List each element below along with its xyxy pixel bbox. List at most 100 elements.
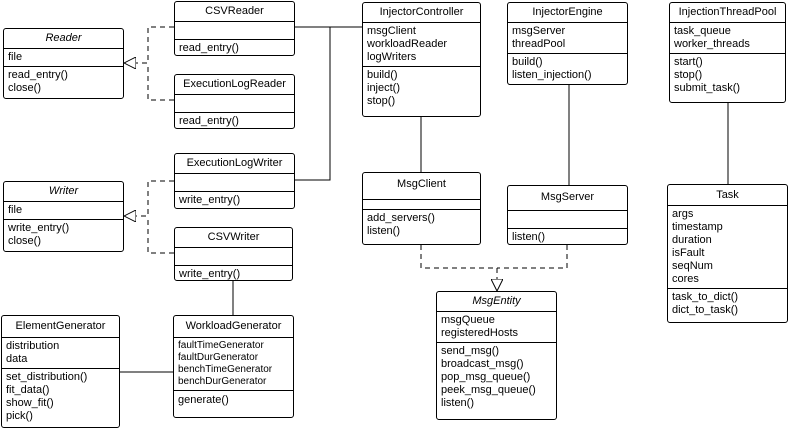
method: listen()	[441, 397, 475, 409]
realization-msgclient-msgentity	[420, 245, 497, 291]
attributes-section: msgClient workloadReader logWriters	[363, 22, 480, 66]
attributes-section	[175, 247, 292, 265]
attributes-section	[363, 199, 480, 209]
realization-csvreader-reader	[124, 26, 174, 63]
method: generate()	[178, 394, 229, 406]
csv-writer-class: CSVWriter write_entry()	[174, 227, 293, 281]
method: write_entry()	[8, 222, 70, 234]
attribute: worker_threads	[674, 38, 750, 50]
attributes-section: distribution data	[2, 337, 119, 368]
execution-log-writer-class: ExecutionLogWriter write_entry()	[174, 153, 295, 209]
attribute: threadPool	[512, 38, 566, 50]
attribute: file	[8, 51, 23, 63]
method: write_entry()	[179, 268, 241, 280]
attributes-section: msgQueue registeredHosts	[437, 311, 556, 342]
attributes-section: msgServer threadPool	[508, 22, 627, 53]
method: listen_injection()	[512, 69, 592, 81]
task-class: Task args timestamp duration isFault seq…	[667, 184, 788, 323]
class-name: MsgClient	[397, 178, 446, 190]
class-name: MsgServer	[540, 191, 595, 203]
method: pick()	[6, 410, 33, 422]
attribute: file	[8, 204, 23, 216]
attribute: workloadReader	[367, 38, 448, 50]
attributes-section: task_queue worker_threads	[670, 22, 785, 53]
method: broadcast_msg()	[441, 358, 524, 370]
realization-executionlogwriter-writer	[124, 180, 174, 216]
attribute: duration	[672, 234, 712, 246]
method: set_distribution()	[6, 371, 88, 383]
methods-section: add_servers() listen()	[363, 209, 480, 240]
method: listen()	[367, 225, 401, 237]
attribute: faultDurGenerator	[178, 352, 259, 363]
attribute: msgServer	[512, 25, 566, 37]
class-name: InjectorController	[379, 6, 464, 18]
methods-section: write_entry()	[175, 191, 294, 209]
injector-controller-class: InjectorController msgClient workloadRea…	[362, 2, 481, 117]
method: listen()	[512, 231, 546, 243]
class-name: InjectorEngine	[532, 6, 603, 18]
method: start()	[674, 56, 703, 68]
method: submit_task()	[674, 82, 741, 94]
writer-class: Writer file write_entry() close()	[3, 181, 124, 252]
method: close()	[8, 82, 42, 94]
msg-client-class: MsgClient add_servers() listen()	[362, 172, 481, 245]
method: inject()	[367, 82, 401, 94]
attribute: cores	[672, 273, 699, 285]
injector-engine-class: InjectorEngine msgServer threadPool buil…	[507, 2, 628, 85]
attributes-section	[508, 210, 627, 228]
attribute: timestamp	[672, 221, 723, 233]
method: show_fit()	[6, 397, 54, 409]
injection-thread-pool-class: InjectionThreadPool task_queue worker_th…	[669, 2, 786, 103]
method: write_entry()	[179, 194, 241, 206]
attribute: data	[6, 353, 28, 365]
methods-section: write_entry()	[175, 265, 292, 283]
attribute: msgQueue	[441, 314, 495, 326]
class-name: ExecutionLogReader	[183, 78, 286, 90]
class-name: Reader	[45, 32, 82, 44]
attribute: msgClient	[367, 25, 416, 37]
attribute: benchTimeGenerator	[178, 364, 273, 375]
attributes-section	[175, 173, 294, 191]
method: close()	[8, 235, 42, 247]
methods-section: read_entry()	[175, 112, 294, 130]
method: fit_data()	[6, 384, 50, 396]
csv-reader-class: CSVReader read_entry()	[174, 1, 295, 56]
attributes-section	[175, 94, 294, 112]
class-name: ElementGenerator	[15, 320, 106, 332]
class-name: Writer	[48, 185, 79, 197]
methods-section: listen()	[508, 228, 627, 246]
methods-section: set_distribution() fit_data() show_fit()…	[2, 368, 119, 425]
attribute: seqNum	[672, 260, 713, 272]
class-name: MsgEntity	[472, 295, 521, 307]
attribute: distribution	[6, 340, 60, 352]
attributes-section: file	[4, 48, 123, 66]
method: build()	[512, 56, 543, 68]
method: peek_msg_queue()	[441, 384, 536, 396]
element-generator-class: ElementGenerator distribution data set_d…	[1, 315, 120, 428]
association-csvreader-injectorcontroller	[295, 26, 331, 181]
method: task_to_dict()	[672, 291, 739, 303]
method: send_msg()	[441, 345, 500, 357]
attribute: registeredHosts	[441, 327, 519, 339]
attribute: benchDurGenerator	[178, 376, 267, 387]
methods-section: start() stop() submit_task()	[670, 53, 785, 97]
method: read_entry()	[179, 115, 239, 127]
method: read_entry()	[8, 69, 68, 81]
method: build()	[367, 69, 398, 81]
class-name: CSVReader	[205, 5, 264, 17]
msg-entity-class: MsgEntity msgQueue registeredHosts send_…	[436, 291, 557, 420]
method: pop_msg_queue()	[441, 371, 531, 383]
methods-section: build() inject() stop()	[363, 66, 480, 110]
methods-section: build() listen_injection()	[508, 53, 627, 84]
method: dict_to_task()	[672, 304, 739, 316]
execution-log-reader-class: ExecutionLogReader read_entry()	[174, 74, 295, 129]
method: stop()	[367, 95, 396, 107]
method: read_entry()	[179, 42, 239, 54]
msg-server-class: MsgServer listen()	[507, 185, 628, 245]
attributes-section: faultTimeGenerator faultDurGenerator ben…	[174, 337, 293, 390]
attributes-section	[175, 21, 294, 39]
attributes-section: args timestamp duration isFault seqNum c…	[668, 205, 787, 288]
methods-section: send_msg() broadcast_msg() pop_msg_queue…	[437, 342, 556, 412]
class-name: InjectionThreadPool	[678, 6, 777, 18]
